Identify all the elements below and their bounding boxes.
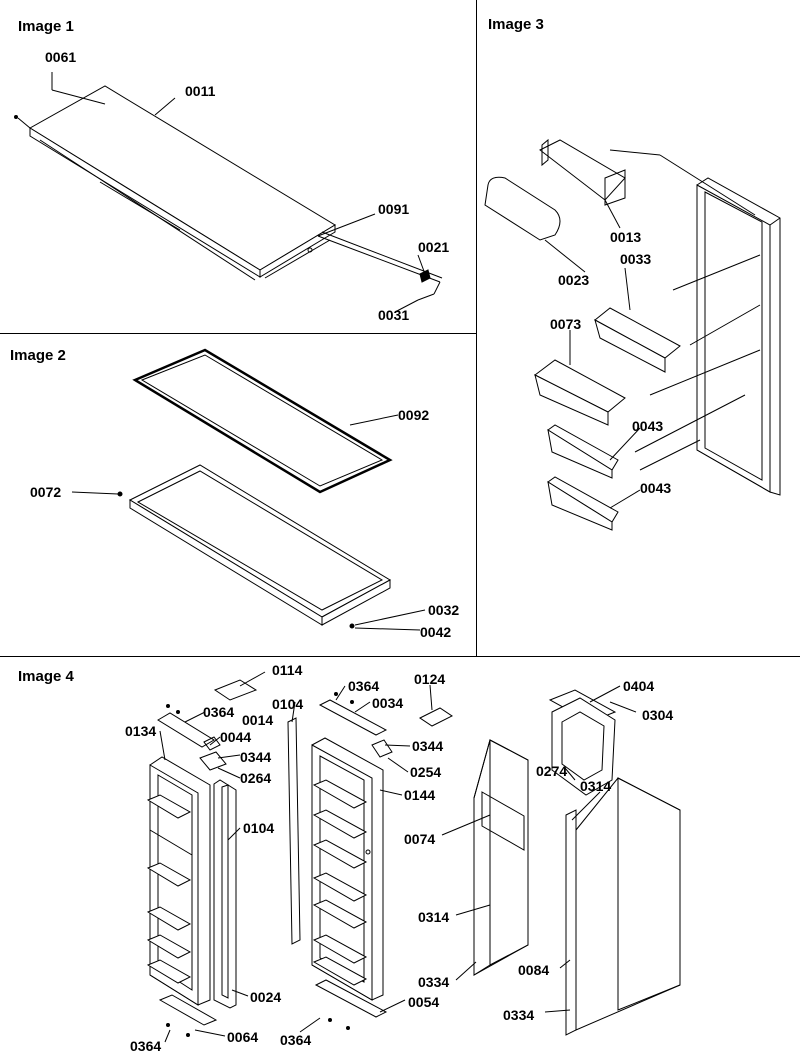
part-label-0274: 0274 [536,763,568,779]
image2-leaders [72,415,425,630]
part-label-0134: 0134 [125,723,157,739]
outer-panel-left-drawing [474,740,528,975]
part-label-0024: 0024 [250,989,282,1005]
part-label-0014: 0014 [242,712,274,728]
image2-title: Image 2 [10,347,66,364]
shelf-assembly-drawing [15,86,336,280]
part-label-0061: 0061 [45,49,77,65]
dairy-door-drawing [540,140,625,205]
fresh-food-top-parts-drawing [320,693,452,758]
part-label-0044: 0044 [220,729,252,745]
part-label-0033: 0033 [620,251,652,267]
part-label-0073: 0073 [550,316,582,332]
freezer-shelves-drawing [148,795,190,983]
part-label-0404: 0404 [623,678,655,694]
part-label-0072: 0072 [30,484,62,500]
part-label-0013: 0013 [610,229,642,245]
part-label-0043-upper: 0043 [632,418,664,434]
part-label-0344-a: 0344 [240,749,272,765]
part-label-0043-lower: 0043 [640,480,672,496]
part-label-0334-a: 0334 [418,974,450,990]
image1-leaders [52,72,434,312]
part-label-0104-b: 0104 [243,820,275,836]
part-label-0124: 0124 [414,671,446,687]
part-label-0034: 0034 [372,695,404,711]
divider-horizontal-mid-left [0,333,477,334]
part-label-0114: 0114 [272,662,303,678]
freezer-top-parts-drawing [158,680,256,770]
door-bins-leaders [610,150,760,470]
part-label-0091: 0091 [378,201,410,217]
part-label-0074: 0074 [404,831,436,847]
dairy-cover-drawing [485,177,560,240]
part-label-0092: 0092 [398,407,430,423]
fresh-food-door-drawing [312,738,383,1000]
freezer-bottom-parts-drawing [160,995,216,1037]
bin-0043b-drawing [548,477,618,530]
fresh-food-bottom-parts-drawing [316,980,386,1030]
center-gasket-drawing [288,718,300,944]
part-label-0021: 0021 [418,239,450,255]
part-label-0344-b: 0344 [412,738,444,754]
divider-vertical-top [476,0,477,656]
bin-0043a-drawing [548,425,618,478]
glass-shelf-drawing [135,350,390,492]
bin-0033-drawing [595,308,680,372]
image3-leaders [545,200,640,508]
part-label-0304: 0304 [642,707,674,723]
part-label-0011: 0011 [185,83,216,99]
part-label-0054: 0054 [408,994,440,1010]
image3-title: Image 3 [488,16,544,33]
part-label-0084: 0084 [518,962,550,978]
divider-horizontal-bottom [0,656,800,657]
part-label-0031: 0031 [378,307,410,323]
part-label-0064: 0064 [227,1029,259,1045]
outer-panel-right-drawing [566,778,680,1035]
part-label-0314-a: 0314 [418,909,450,925]
part-label-0254: 0254 [410,764,442,780]
bin-0073-drawing [535,360,625,425]
part-label-0364-b: 0364 [130,1038,162,1054]
image4-title: Image 4 [18,668,74,685]
part-label-0144: 0144 [404,787,436,803]
part-label-0364-a: 0364 [203,704,235,720]
door-drawing [697,178,780,495]
part-label-0023: 0023 [558,272,590,288]
part-label-0042: 0042 [420,624,452,640]
image4-leaders [160,672,636,1042]
shelf-frame-drawing [118,465,390,628]
part-label-0032: 0032 [428,602,460,618]
freezer-gasket-drawing [214,780,236,1008]
part-label-0314-b: 0314 [580,778,612,794]
image1-title: Image 1 [18,18,74,35]
shelf-rod-drawing [318,232,442,294]
part-label-0334-b: 0334 [503,1007,535,1023]
fresh-food-shelves-drawing [314,780,366,985]
part-label-0364-c: 0364 [280,1032,312,1048]
part-label-0364-d: 0364 [348,678,380,694]
part-label-0264: 0264 [240,770,272,786]
part-label-0104-a: 0104 [272,696,304,712]
